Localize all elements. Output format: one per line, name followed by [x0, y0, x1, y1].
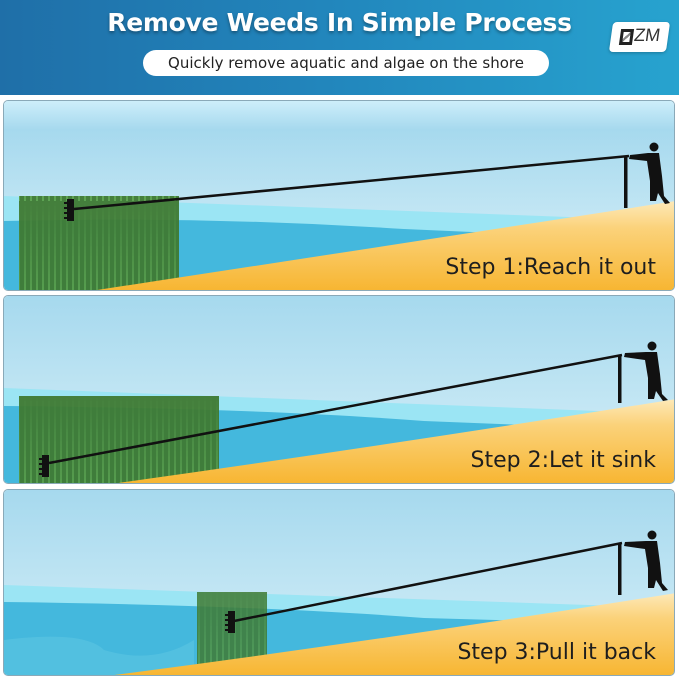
step-label-1: Step 1:Reach it out: [445, 255, 656, 280]
scene-illustration-1: [4, 101, 674, 290]
scene-illustration-3: [4, 490, 674, 675]
logo-text: ZM: [632, 25, 662, 45]
scene-illustration-2: [4, 296, 674, 483]
brand-logo: ZM: [608, 22, 671, 52]
step-label-2: Step 2:Let it sink: [470, 448, 656, 473]
page-title: Remove Weeds In Simple Process: [107, 8, 572, 37]
step-label-3: Step 3:Pull it back: [457, 640, 656, 665]
header-banner: Remove Weeds In Simple Process Quickly r…: [0, 0, 679, 95]
logo-z-icon: [618, 29, 635, 45]
step-panel-1: Step 1:Reach it out: [3, 100, 675, 291]
subtitle-pill: Quickly remove aquatic and algae on the …: [143, 50, 549, 76]
step-panel-3: Step 3:Pull it back: [3, 489, 675, 676]
step-panel-2: Step 2:Let it sink: [3, 295, 675, 484]
